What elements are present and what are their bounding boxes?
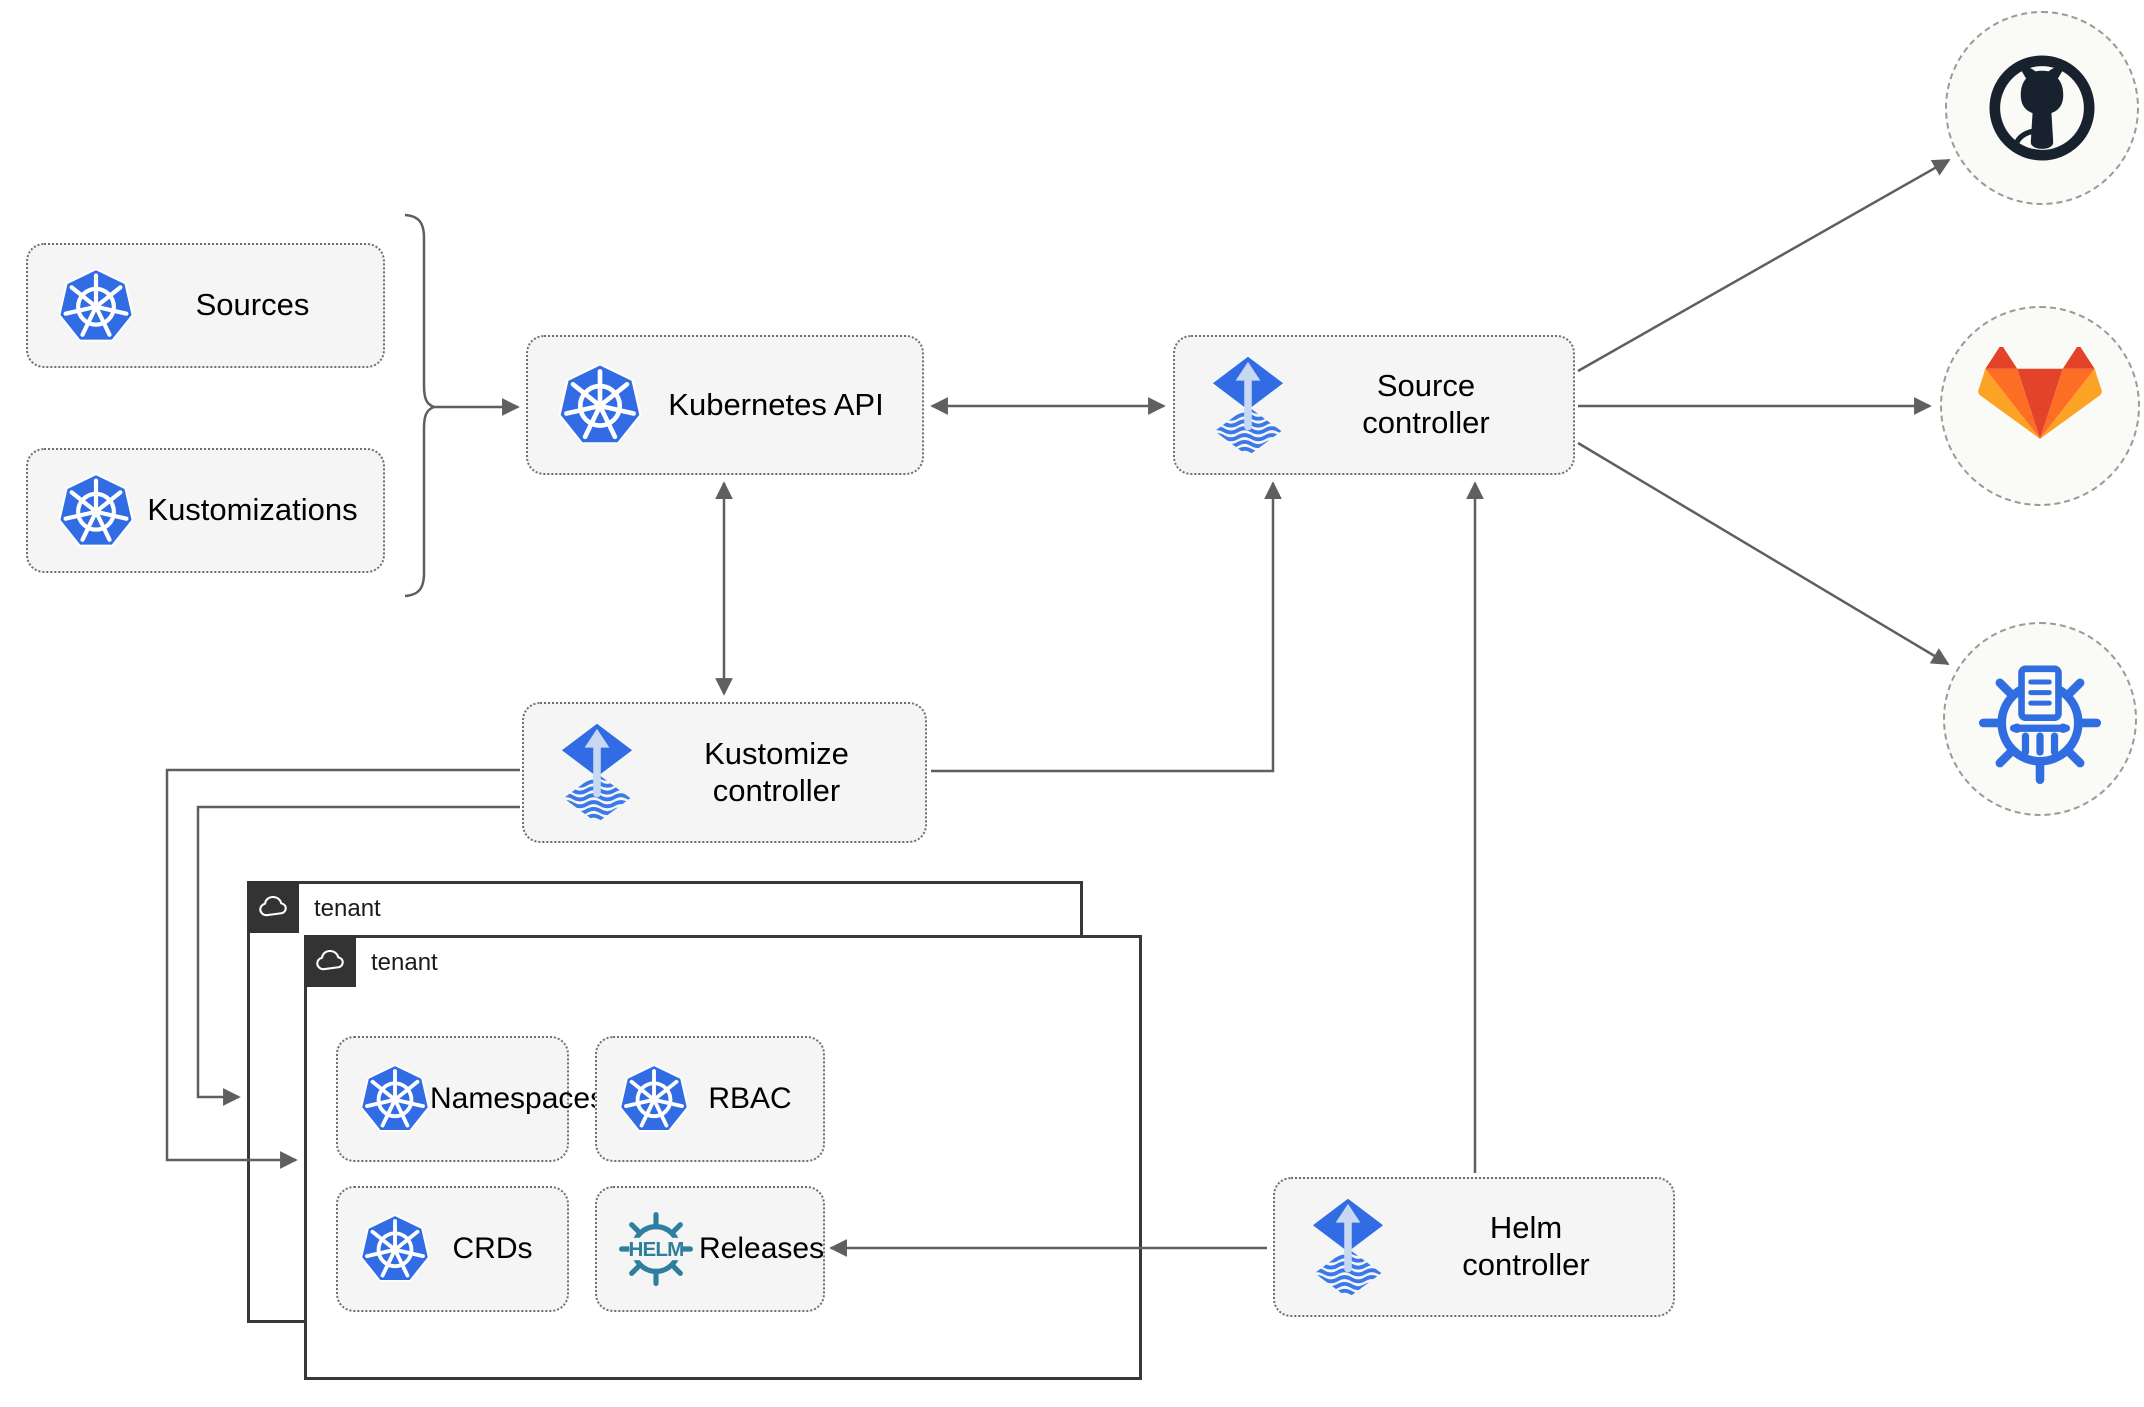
kubernetes-icon: [58, 268, 134, 344]
kubernetes-icon: [619, 1064, 689, 1132]
gitlab-provider: [1940, 306, 2140, 506]
tenant-label: tenant: [314, 895, 381, 922]
kubernetes-icon: [58, 473, 134, 549]
node-kustomize-controller-label: Kustomize controller: [704, 735, 849, 808]
node-kubernetes-api: Kubernetes API: [526, 335, 924, 475]
helm-chart-repository-icon: [1978, 665, 2102, 785]
node-rbac-label: RBAC: [708, 1082, 792, 1116]
node-helm-controller: Helm controller: [1273, 1177, 1675, 1317]
helm-wordmark: HELM: [629, 1238, 684, 1261]
helm-repository-provider: [1943, 622, 2137, 816]
flux-icon: [1205, 355, 1291, 456]
github-icon: [1989, 55, 2095, 161]
helm-icon: HELM: [619, 1212, 693, 1286]
node-crds-label: CRDs: [452, 1232, 533, 1266]
node-kustomizations-label: Kustomizations: [147, 492, 358, 528]
node-kustomize-controller: Kustomize controller: [522, 702, 927, 843]
github-provider: [1945, 11, 2139, 205]
cloud-icon: [316, 949, 344, 971]
kubernetes-icon: [360, 1214, 430, 1282]
gitlab-icon: [1978, 347, 2102, 439]
crd-group-bracket: [404, 213, 438, 598]
node-helm-controller-label: Helm controller: [1462, 1210, 1590, 1282]
node-sources-label: Sources: [195, 287, 310, 323]
cloud-icon: [259, 895, 287, 917]
node-rbac: RBAC: [595, 1036, 825, 1162]
node-sources: Sources: [26, 243, 385, 368]
node-kustomizations: Kustomizations: [26, 448, 385, 573]
flux-icon: [554, 722, 640, 823]
node-namespaces-label: Namespaces: [430, 1082, 606, 1116]
node-namespaces: Namespaces: [336, 1036, 605, 1162]
tenant-badge: [247, 881, 299, 933]
tenant-box-front: tenant Namespaces RBAC CRDs: [304, 935, 1142, 1380]
node-kubernetes-api-label: Kubernetes API: [668, 386, 884, 422]
kubernetes-icon: [360, 1064, 430, 1132]
node-source-controller-label: Source controller: [1362, 368, 1490, 440]
kubernetes-icon: [558, 363, 642, 447]
connector-source-controller-to-github: [1577, 158, 1951, 373]
flux-icon: [1305, 1197, 1391, 1298]
connector-kustomize-to-source-controller: [931, 481, 1282, 773]
node-source-controller: Source controller: [1173, 335, 1575, 475]
node-crds: CRDs: [336, 1186, 569, 1312]
node-releases: HELM Releases: [595, 1186, 825, 1312]
tenant-badge: [304, 935, 356, 987]
node-releases-label: Releases: [699, 1232, 825, 1266]
connector-source-controller-to-helm-repository: [1577, 441, 1950, 666]
tenant-label: tenant: [371, 949, 438, 976]
